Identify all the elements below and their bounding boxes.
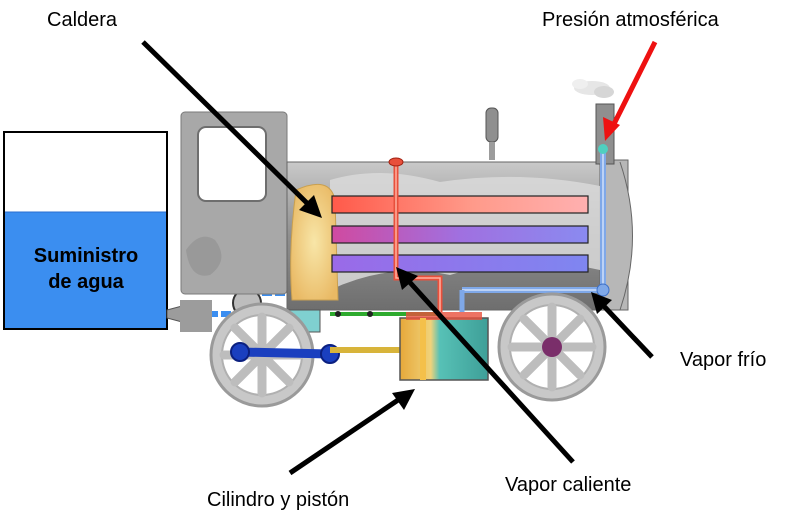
label-suministro-line2: de agua [48,271,124,293]
label-suministro-de-agua: Suministro de agua [6,243,166,295]
front-wheel [497,292,607,402]
label-vapor-frio: Vapor frío [680,349,767,371]
label-presion-atmosferica: Presión atmosférica [542,9,719,31]
steam-dome [485,107,499,160]
valve-rod [330,312,440,316]
connecting-rod [230,342,405,364]
water-level [5,212,166,328]
cold-steam-pipe [459,144,610,312]
label-vapor-caliente: Vapor caliente [505,474,632,496]
frame [180,300,440,333]
exhaust-outlet [598,144,608,154]
pointer-arrows [141,40,654,476]
label-suministro-line1: Suministro [33,245,139,267]
steam-intake [388,157,404,167]
label-caldera: Caldera [47,9,118,31]
caldera-arrowhead [299,195,322,218]
vapor-caliente-arrowhead [396,267,418,290]
fire-tube-3 [331,254,589,273]
locomotive-cab [180,111,288,295]
firebox [290,183,339,301]
water-tank [3,131,183,330]
pressure-arrow [603,40,658,141]
vapor-frio-arrowhead [591,292,612,314]
cab-window [197,126,267,202]
fire-tube-2 [331,225,589,244]
fire-tube-1 [331,195,589,214]
cilindro-arrowhead [392,389,415,410]
hot-steam-pipe [388,157,443,312]
label-cilindro-y-piston: Cilindro y pistón [207,489,350,511]
